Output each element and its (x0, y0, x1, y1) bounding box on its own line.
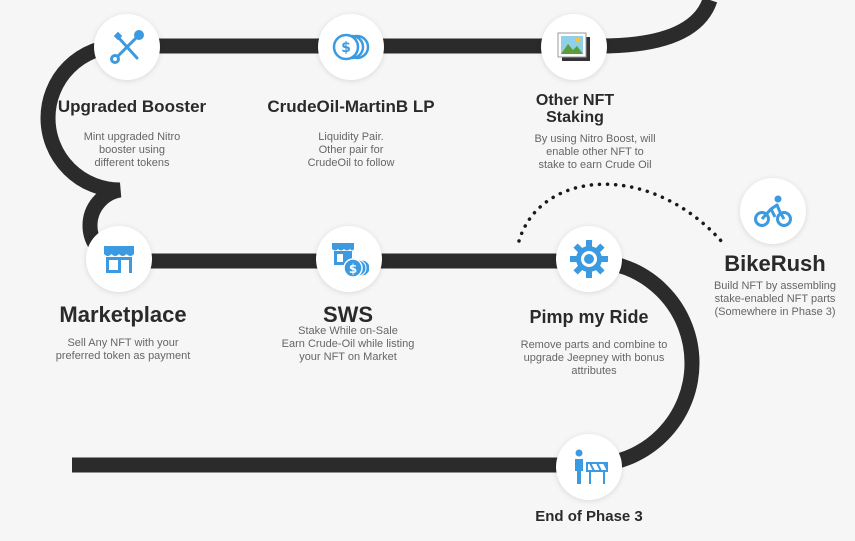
pimp-my-ride-node (556, 226, 622, 292)
gear-icon (570, 240, 608, 278)
tools-icon (110, 30, 144, 64)
milestone-desc: By using Nitro Boost, will enable other … (534, 133, 656, 171)
milestone-desc: Liquidity Pair. Other pair for CrudeOil … (307, 131, 395, 169)
milestone-title: SWS (322, 302, 374, 327)
upgraded-booster-node (94, 14, 160, 80)
milestone-title: Pimp my Ride (529, 307, 649, 327)
milestone-title: End of Phase 3 (535, 508, 643, 525)
marketplace-node (86, 226, 152, 292)
milestone-desc: Mint upgraded Nitro booster using differ… (83, 131, 181, 169)
milestone-desc: Remove parts and combine to upgrade Jeep… (520, 339, 668, 377)
svg-text:$: $ (349, 262, 357, 276)
dotted-branch (517, 182, 725, 245)
other-nft-staking-node (541, 14, 607, 80)
milestone-title: BikeRush (724, 251, 826, 276)
sws-node: $ (316, 226, 382, 292)
milestone-desc: Sell Any NFT with your preferred token a… (55, 337, 191, 362)
milestone-title: Marketplace (59, 302, 187, 327)
milestone-desc: Build NFT by assembling stake-enabled NF… (713, 280, 837, 318)
lp-node: $ (318, 14, 384, 80)
bikerush-node (740, 178, 806, 244)
svg-text:$: $ (341, 40, 351, 56)
coins-icon: $ (332, 33, 370, 61)
barrier-worker-icon (575, 449, 608, 484)
milestone-title: Upgraded Booster (57, 97, 207, 116)
store-coins-icon: $ (332, 243, 369, 278)
picture-icon (557, 32, 590, 61)
end-of-phase-3-node (556, 434, 622, 500)
milestone-desc: Stake While on-Sale Earn Crude-Oil while… (281, 325, 415, 363)
milestone-title: CrudeOil-MartinB LP (267, 97, 435, 116)
milestone-title: Other NFT Staking (535, 92, 615, 126)
store-icon (104, 246, 134, 273)
cyclist-icon (754, 195, 792, 227)
